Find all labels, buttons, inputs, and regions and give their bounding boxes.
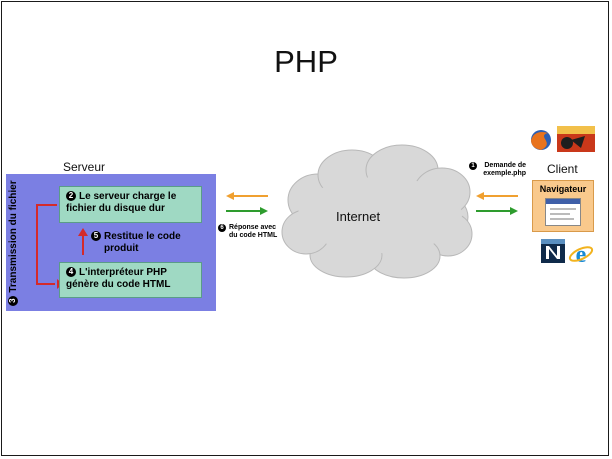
server-label: Serveur [63,160,106,174]
step-2-badge: 2 [66,191,76,201]
firefox-icon [531,130,551,150]
step-5-text: Restitue le code produit [104,231,181,254]
slide-title: PHP [274,44,338,79]
browser-label: Navigateur [539,184,587,194]
arrow-to-client-head [510,207,518,215]
arrow-from-server-head [260,207,268,215]
step-1-badge: 1 [469,162,477,170]
step-5-badge: 5 [91,231,101,241]
svg-text:e: e [576,242,587,266]
internet-explorer-icon: e [568,242,594,266]
step-6-badge: 6 [218,224,226,232]
mozilla-icon [557,126,595,152]
step-2-text: Le serveur charge le fichier du disque d… [66,191,177,214]
step-4-text: L'interpréteur PHP génère du code HTML [66,267,171,290]
step-4-badge: 4 [66,267,76,277]
restitue-arrowhead [78,228,88,236]
arrow-to-server-head [226,192,234,200]
transmission-bracket-arrow [36,204,57,285]
step-1-text: Demande de exemple.php [483,162,526,177]
internet-label: Internet [336,209,381,224]
browser-box: Navigateur [532,180,594,232]
browser-window-icon [545,198,581,226]
step-6-text: Réponse avec du code HTML [229,224,278,239]
client-label: Client [547,162,578,176]
step-1-label: 1 Demande de exemple.php [466,162,526,178]
arrow-to-internet-head [476,192,484,200]
netscape-icon [541,239,565,263]
